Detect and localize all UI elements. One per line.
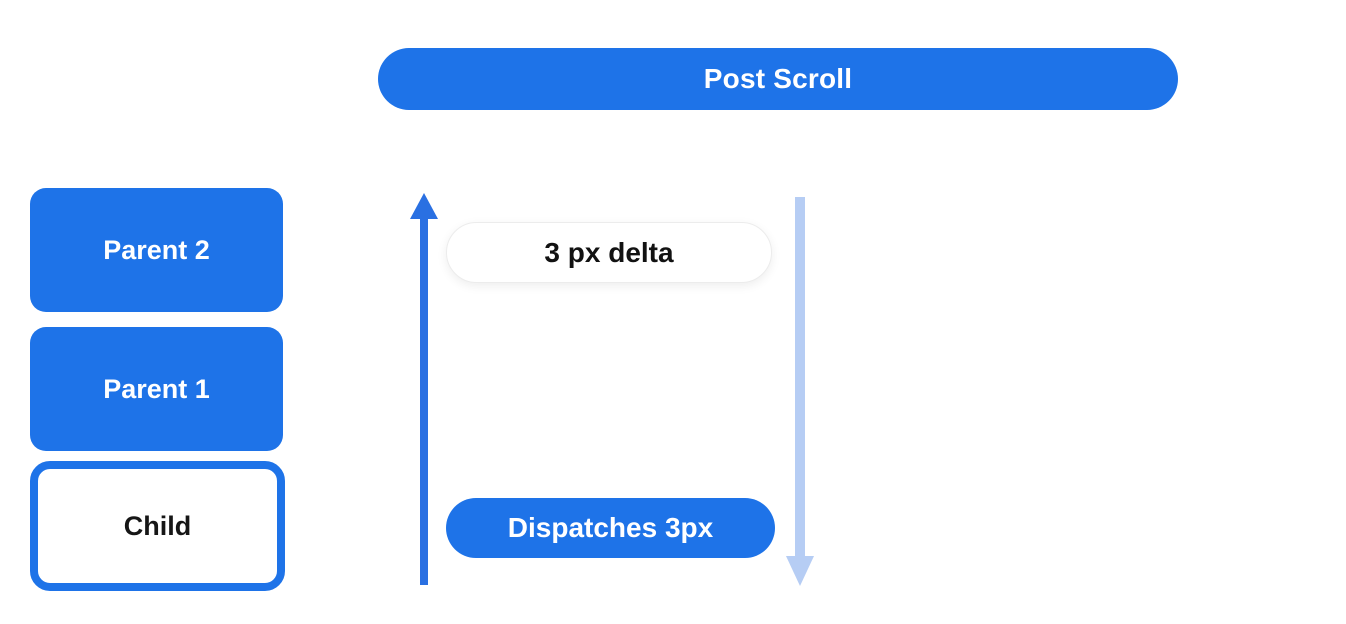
node-parent-1: Parent 1 xyxy=(30,327,283,451)
up-arrowhead-icon xyxy=(410,193,438,219)
down-arrow-shaft xyxy=(795,197,805,556)
dispatch-pill: Dispatches 3px xyxy=(446,498,775,558)
node-parent-1-label: Parent 1 xyxy=(103,373,210,404)
delta-pill: 3 px delta xyxy=(446,222,772,283)
down-arrowhead-icon xyxy=(786,556,814,586)
post-scroll-label: Post Scroll xyxy=(703,63,853,94)
delta-pill-label: 3 px delta xyxy=(544,236,674,268)
node-parent-2-label: Parent 2 xyxy=(103,234,210,265)
node-parent-2: Parent 2 xyxy=(30,188,283,312)
dispatch-pill-label: Dispatches 3px xyxy=(507,512,714,543)
node-child: Child xyxy=(30,461,285,591)
node-child-label: Child xyxy=(123,510,192,541)
post-scroll-banner: Post Scroll xyxy=(378,48,1178,110)
up-arrow-shaft xyxy=(420,216,428,585)
